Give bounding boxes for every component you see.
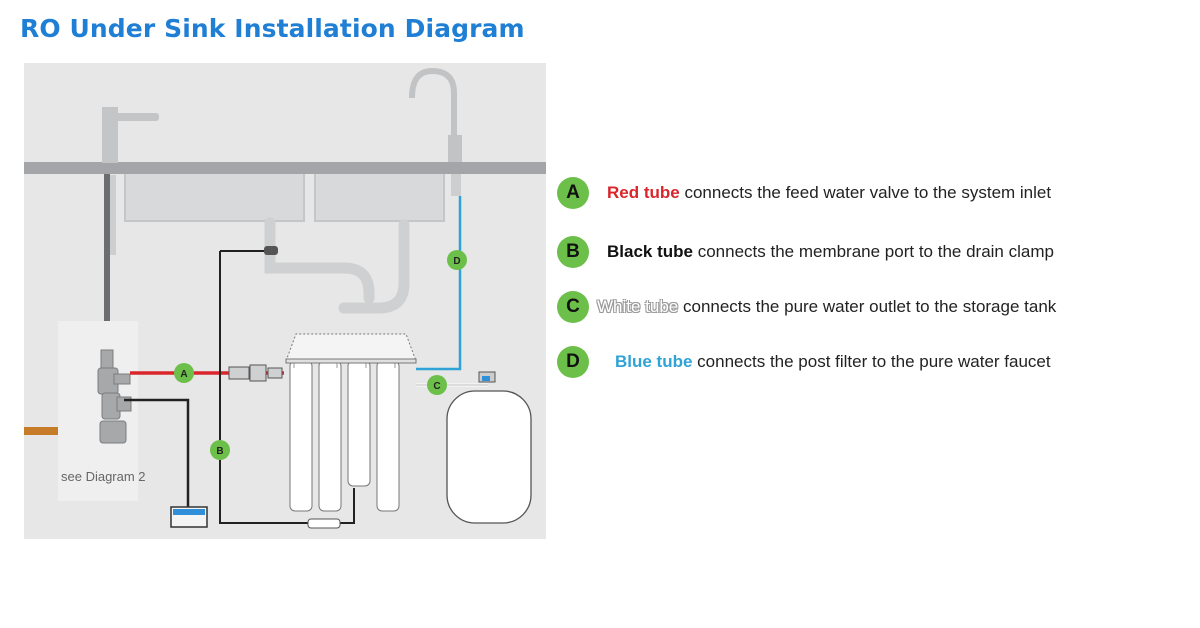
storage-tank (446, 371, 532, 524)
legend-badge-d: D (557, 346, 589, 378)
legend-badge-a: A (557, 177, 589, 209)
legend-tube-white: White tube (597, 297, 679, 316)
drain-pipe (264, 217, 410, 314)
page-title: RO Under Sink Installation Diagram (20, 14, 525, 43)
legend-row-a: A Red tube connects the feed water valve… (557, 177, 1051, 209)
legend-badge-c: C (557, 291, 589, 323)
black-tube-feed (124, 398, 190, 511)
feed-water-valve (97, 349, 132, 444)
legend-tube-black: Black tube (607, 242, 693, 261)
legend-text-c: White tube connects the pure water outle… (597, 297, 1056, 317)
legend-row-b: B Black tube connects the membrane port … (557, 236, 1054, 268)
marker-b-label: B (216, 446, 223, 457)
drain-saddle (264, 246, 278, 255)
marker-a: A (174, 363, 194, 383)
inlet-fitting (228, 364, 283, 382)
see-diagram-note: see Diagram 2 (61, 469, 146, 484)
legend-row-d: D Blue tube connects the post filter to … (557, 346, 1051, 378)
counter-top (24, 162, 546, 174)
drain-clamp (170, 506, 208, 528)
black-tube-drain (219, 250, 355, 524)
legend-text-a: Red tube connects the feed water valve t… (607, 183, 1051, 203)
legend-desc-c: connects the pure water outlet to the st… (678, 297, 1057, 316)
cold-supply-pipe (104, 174, 110, 369)
legend-desc-d: connects the post filter to the pure wat… (692, 352, 1051, 371)
marker-c-label: C (433, 381, 440, 392)
marker-d-label: D (453, 256, 460, 267)
legend-text-b: Black tube connects the membrane port to… (607, 242, 1054, 262)
ro-faucet (409, 67, 462, 196)
legend-desc-a: connects the feed water valve to the sys… (679, 183, 1052, 202)
installation-diagram: see Diagram 2 (24, 63, 546, 539)
marker-d: D (447, 250, 467, 270)
legend-desc-b: connects the membrane port to the drain … (692, 242, 1054, 261)
legend-tube-blue: Blue tube (615, 352, 693, 371)
flow-restrictor (307, 518, 341, 529)
marker-c: C (427, 375, 447, 395)
marker-b: B (210, 440, 230, 460)
diagram-svg: see Diagram 2 (24, 63, 546, 539)
legend-tube-red: Red tube (607, 183, 680, 202)
legend-row-c: C White tube connects the pure water out… (557, 291, 1056, 323)
legend-text-d: Blue tube connects the post filter to th… (615, 352, 1051, 372)
marker-a-label: A (180, 369, 187, 380)
filter-system (285, 333, 417, 512)
legend-badge-b: B (557, 236, 589, 268)
sink-basins (124, 174, 445, 222)
